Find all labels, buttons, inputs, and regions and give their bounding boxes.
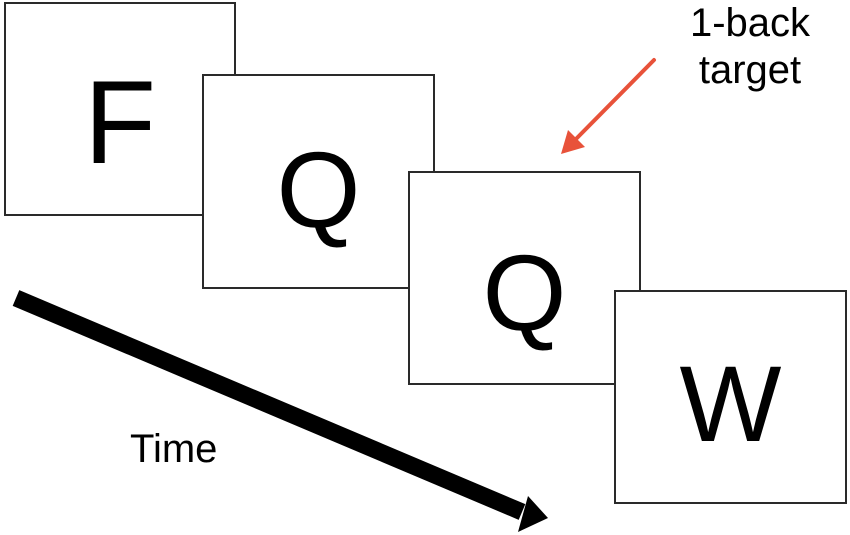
- stimulus-letter-2: Q: [276, 129, 361, 250]
- time-arrow-head: [518, 496, 548, 532]
- stimulus-card-3: Q: [408, 171, 641, 385]
- target-label: 1-back target: [660, 0, 840, 94]
- target-label-line-1: 1-back: [689, 1, 811, 45]
- stimulus-card-1: F: [4, 2, 236, 216]
- stimulus-letter-3: Q: [482, 232, 567, 353]
- target-label-line-2: target: [698, 48, 802, 92]
- stimulus-letter-4: W: [679, 343, 782, 464]
- target-arrow-head: [561, 130, 585, 154]
- target-arrow: [561, 58, 656, 154]
- time-label: Time: [130, 427, 218, 471]
- stimulus-card-4: W: [614, 290, 847, 504]
- stimulus-letter-1: F: [83, 57, 157, 189]
- target-arrow-shaft: [573, 58, 656, 142]
- stimulus-card-2: Q: [202, 74, 435, 289]
